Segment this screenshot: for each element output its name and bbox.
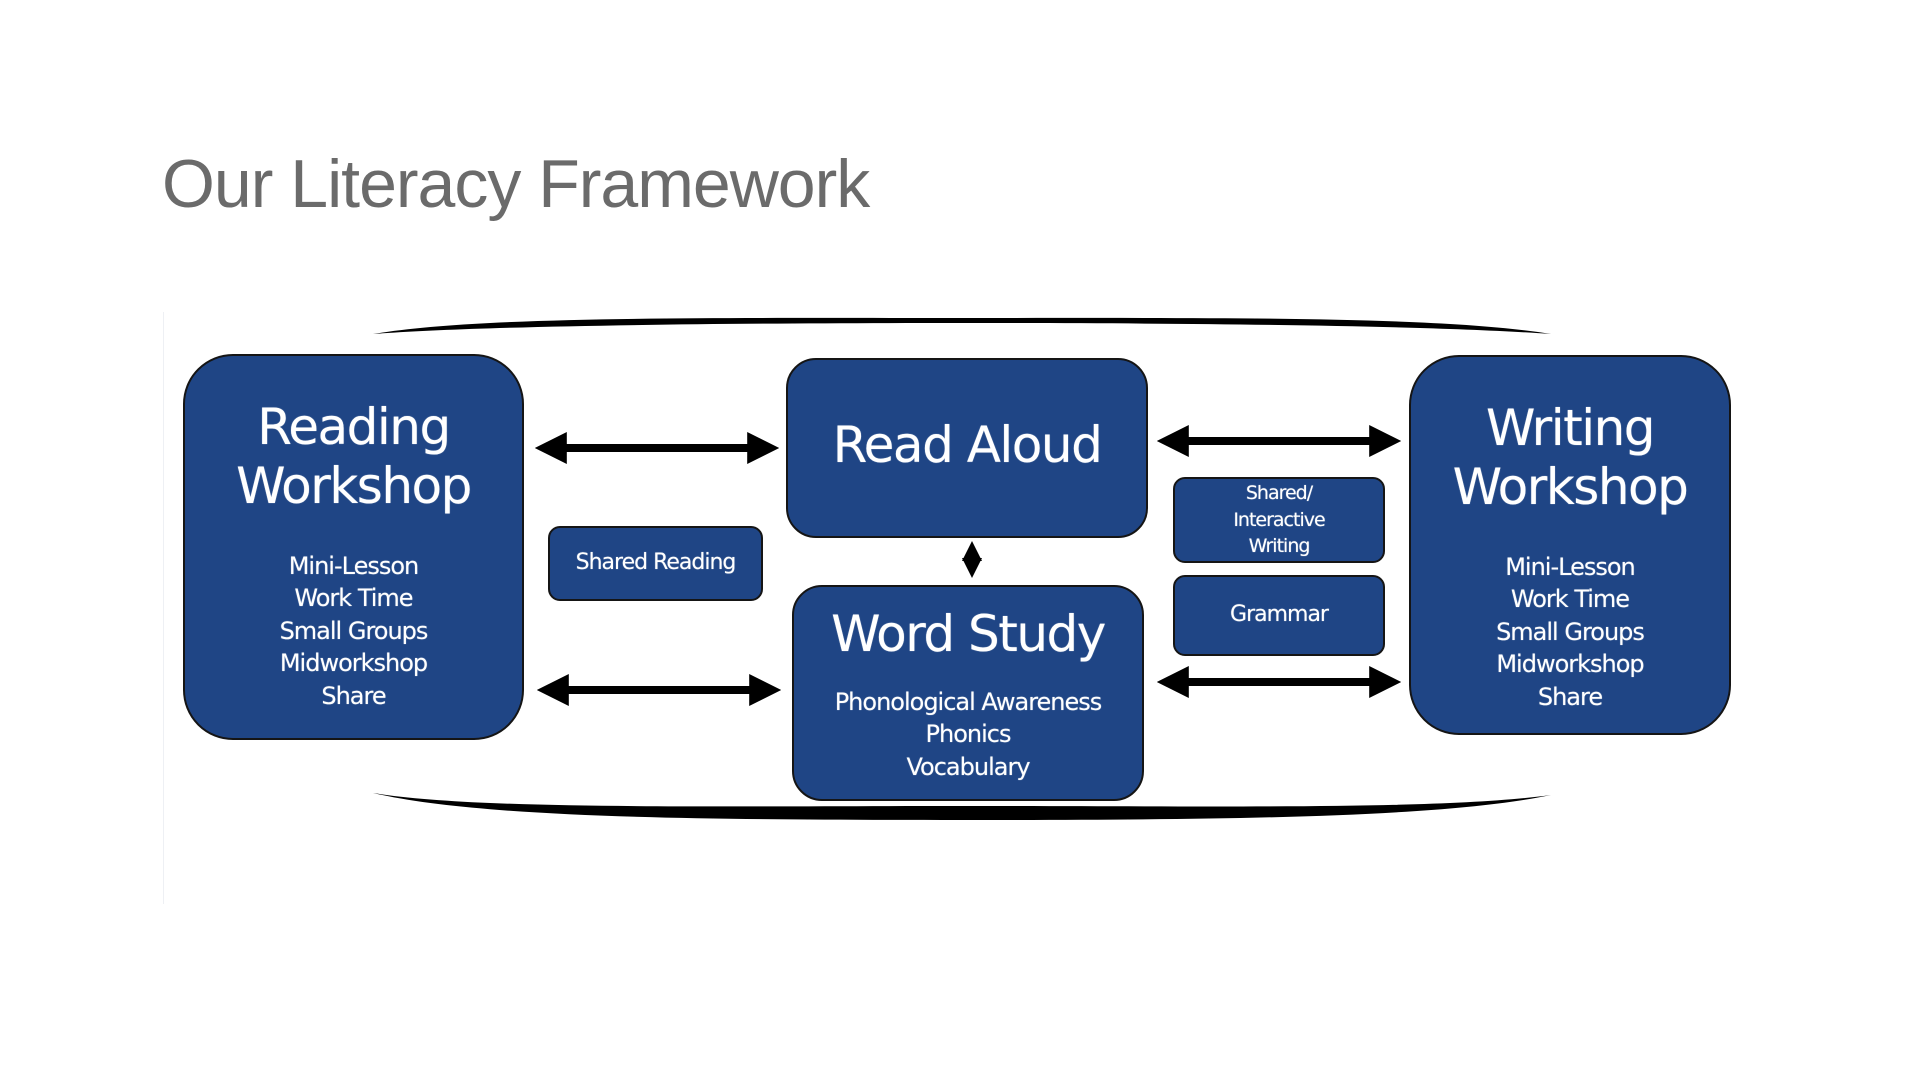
list-item: Work Time	[1510, 585, 1630, 614]
slide-title: Our Literacy Framework	[162, 146, 870, 222]
writing-workshop-box: Writing Workshop Mini-Lesson Work Time S…	[1409, 355, 1731, 735]
list-item: Mini-Lesson	[1505, 553, 1636, 581]
shared-reading-label: Shared Reading	[575, 550, 737, 576]
reading-workshop-items: Mini-Lesson Work Time Small Groups Midwo…	[279, 550, 429, 712]
list-item: Share	[321, 681, 386, 710]
list-item: Phonics	[925, 720, 1012, 749]
image-frame-edge	[163, 312, 164, 904]
word-study-items: Phonological Awareness Phonics Vocabular…	[834, 686, 1103, 783]
list-item: Mini-Lesson	[288, 552, 420, 580]
word-study-heading: Word Study	[831, 605, 1106, 663]
shared-interactive-writing-label: Shared/ Interactive Writing	[1233, 481, 1325, 558]
list-item: Midworkshop	[279, 649, 428, 678]
writing-workshop-heading: Writing Workshop	[1452, 399, 1689, 516]
shared-reading-box: Shared Reading	[548, 526, 763, 601]
read-aloud-box: Read Aloud	[786, 358, 1148, 538]
reading-workshop-heading: Reading Workshop	[236, 398, 472, 515]
read-aloud-heading: Read Aloud	[832, 415, 1103, 474]
shared-interactive-writing-box: Shared/ Interactive Writing	[1173, 477, 1385, 563]
grammar-box: Grammar	[1173, 575, 1385, 656]
list-item: Work Time	[294, 584, 413, 613]
list-item: Share	[1537, 682, 1603, 711]
list-item: Small Groups	[279, 616, 429, 645]
top-bracket-curve	[373, 317, 1551, 334]
list-item: Vocabulary	[906, 752, 1030, 781]
list-item: Small Groups	[1496, 617, 1645, 646]
word-study-box: Word Study Phonological Awareness Phonic…	[792, 585, 1144, 801]
list-item: Phonological Awareness	[834, 688, 1103, 716]
reading-workshop-box: Reading Workshop Mini-Lesson Work Time S…	[183, 354, 524, 740]
grammar-label: Grammar	[1230, 602, 1329, 628]
list-item: Midworkshop	[1496, 650, 1644, 679]
bottom-bracket-curve	[373, 793, 1551, 820]
writing-workshop-items: Mini-Lesson Work Time Small Groups Midwo…	[1496, 551, 1645, 713]
